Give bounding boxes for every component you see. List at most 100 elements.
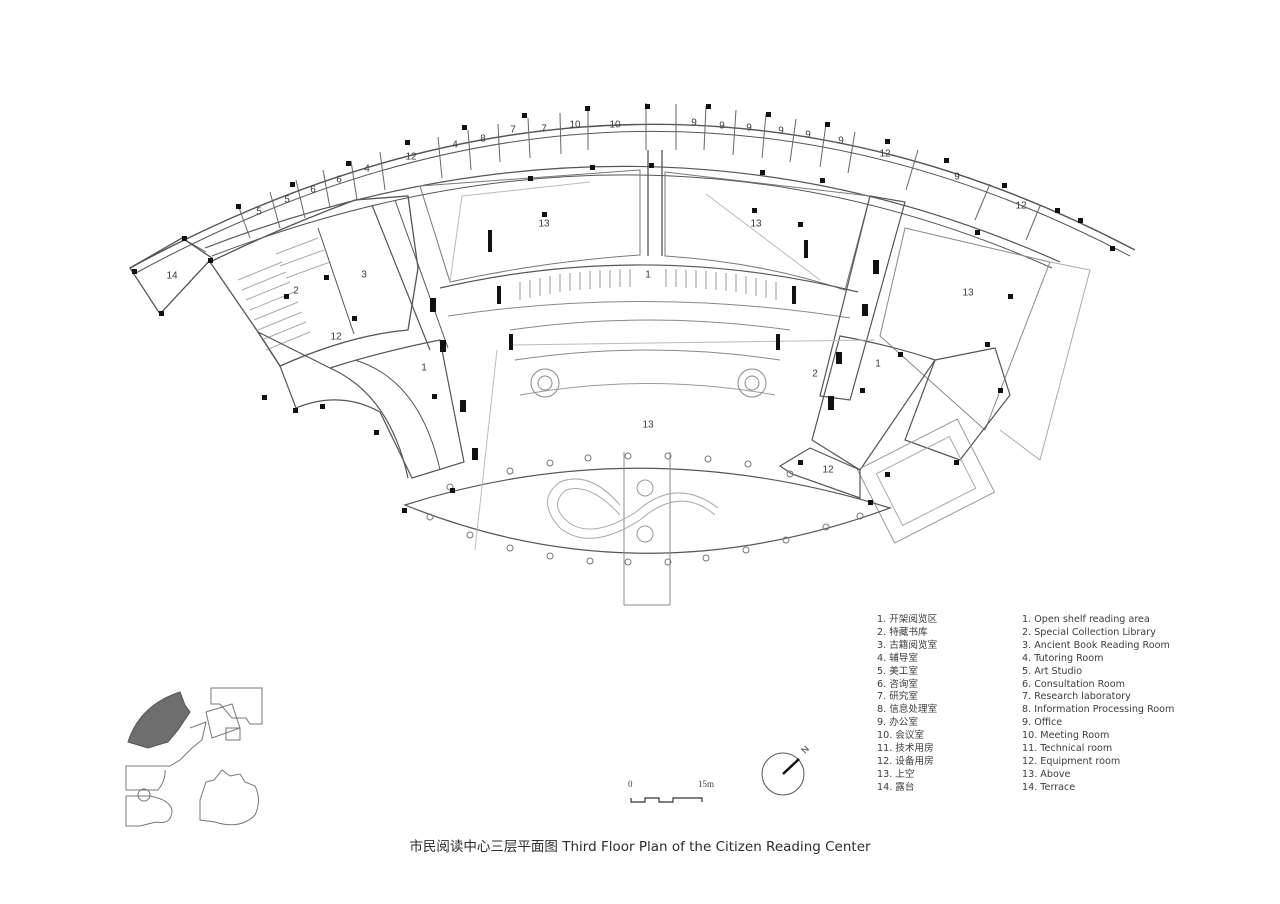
legend-item-cn: 4. 辅导室 — [877, 652, 918, 664]
room-label: 4 — [452, 140, 458, 151]
legend-item-cn: 8. 信息处理室 — [877, 704, 938, 716]
legend-item-en: 12. Equipment room — [1022, 755, 1121, 767]
room-label: 8 — [480, 134, 486, 145]
room-label: 10 — [569, 120, 581, 131]
room-label: 9 — [805, 130, 811, 141]
legend-item-en: 14. Terrace — [1022, 781, 1076, 793]
legend-item-cn: 3. 古籍阅览室 — [877, 639, 938, 651]
east-service-block — [904, 347, 1011, 461]
room-labels: 14 5 5 6 6 4 12 4 8 7 7 10 10 9 9 9 9 9 … — [166, 118, 1027, 476]
legend-item-cn: 6. 咨询室 — [877, 678, 918, 690]
legend-item-en: 9. Office — [1022, 717, 1063, 729]
room-label: 2 — [293, 286, 299, 297]
southwest-block — [256, 330, 465, 479]
legend-item-cn: 14. 露台 — [877, 781, 915, 793]
atrium-north-void-right — [664, 171, 871, 291]
legend-item-cn: 7. 研究室 — [877, 691, 918, 703]
room-label: 1 — [875, 359, 881, 370]
room-label: 7 — [510, 125, 516, 136]
room-label: 5 — [256, 207, 262, 218]
room-label: 12 — [822, 465, 834, 476]
legend-item-cn: 2. 特藏书库 — [877, 626, 928, 638]
room-label: 12 — [405, 152, 417, 163]
structural-columns — [132, 104, 1115, 513]
north-arrow-icon: N — [761, 744, 811, 796]
room-label: 1 — [645, 270, 651, 281]
legend-item-en: 2. Special Collection Library — [1022, 626, 1156, 638]
room-label: 9 — [838, 136, 844, 147]
room-label: 13 — [962, 288, 974, 299]
legend-item-cn: 13. 上空 — [877, 768, 915, 780]
legend-item-cn: 5. 美工室 — [877, 665, 918, 677]
scale-bar — [630, 797, 703, 803]
room-label: 2 — [812, 369, 818, 380]
atrium-north-void-left — [419, 169, 641, 283]
legend-item-cn: 10. 会议室 — [877, 730, 925, 742]
room-label: 6 — [336, 175, 342, 186]
key-plan — [125, 687, 263, 827]
room-label: 13 — [538, 219, 550, 230]
legend-english: 1. Open shelf reading area 2. Special Co… — [1022, 614, 1174, 795]
room-label: 13 — [750, 219, 762, 230]
room-label: 9 — [719, 121, 725, 132]
room-label: 9 — [954, 172, 960, 183]
legend-item-en: 7. Research laboratory — [1022, 691, 1131, 703]
west-corridor-wall — [371, 204, 431, 351]
legend-item-en: 1. Open shelf reading area — [1022, 614, 1150, 625]
corridor-arc-outer — [204, 165, 1061, 263]
legend-item-en: 11. Technical room — [1022, 743, 1113, 755]
drawing-title: 市民阅读中心三层平面图 Third Floor Plan of the Citi… — [0, 835, 1280, 855]
room-label: 5 — [284, 195, 290, 206]
room-label: 4 — [364, 164, 370, 175]
title-english: Third Floor Plan of the Citizen Reading … — [562, 839, 871, 855]
key-plan-highlighted-building — [127, 691, 191, 749]
room-label: 6 — [310, 185, 316, 196]
room-label: 9 — [691, 118, 697, 129]
scale-end-label: 15m — [698, 779, 715, 789]
legend-item-en: 8. Information Processing Room — [1022, 704, 1175, 716]
title-chinese: 市民阅读中心三层平面图 — [409, 839, 558, 855]
room-label: 7 — [541, 124, 547, 135]
west-wing-partition — [317, 227, 355, 335]
east-reading-wedge — [811, 335, 936, 471]
legend-item-en: 4. Tutoring Room — [1022, 652, 1104, 664]
equipment-room-12 — [778, 447, 861, 499]
room-label: 1 — [421, 363, 427, 374]
scale-start-label: 0 — [628, 779, 633, 789]
room-label: 3 — [361, 270, 367, 281]
legend-item-en: 5. Art Studio — [1022, 665, 1083, 677]
west-wing-outline — [209, 195, 419, 367]
room-label: 9 — [746, 123, 752, 134]
facade-columns — [426, 452, 864, 566]
spiral-stair-right — [737, 368, 767, 398]
book-shelves — [237, 237, 331, 351]
square-courtyard-outer — [856, 418, 996, 544]
legend-chinese: 1. 开架阅览区 2. 特藏书库 3. 古籍阅览室 4. 辅导室 5. 美工室 … — [877, 614, 937, 795]
legend-item-cn: 1. 开架阅览区 — [877, 614, 938, 625]
room-label: 12 — [1015, 201, 1027, 212]
legend-item-en: 10. Meeting Room — [1022, 730, 1110, 742]
southwest-arc — [329, 367, 409, 479]
room-label: 9 — [778, 126, 784, 137]
legend-item-en: 3. Ancient Book Reading Room — [1022, 639, 1170, 651]
room-label: 10 — [609, 120, 621, 131]
room-label: 14 — [166, 271, 178, 282]
legend-item-en: 6. Consultation Room — [1022, 678, 1125, 690]
legend-item-cn: 9. 办公室 — [877, 717, 918, 729]
north-label: N — [799, 744, 811, 756]
reading-arc-inner — [447, 300, 851, 319]
landscape-swirl — [547, 478, 716, 539]
spiral-stair-left — [530, 368, 560, 398]
south-facade — [403, 467, 892, 554]
room-label: 13 — [642, 420, 654, 431]
reading-desks — [519, 269, 777, 300]
reading-arc-outer — [439, 264, 859, 293]
corridor-arc-inner — [211, 174, 1053, 269]
office-partitions — [181, 103, 1041, 253]
north-facade-inner — [133, 130, 1131, 275]
legend-item-en: 13. Above — [1022, 768, 1071, 780]
east-corridor — [819, 195, 906, 401]
legend-item-cn: 11. 技术用房 — [877, 743, 934, 755]
east-void-13 — [879, 227, 1051, 431]
room-label: 12 — [330, 332, 342, 343]
